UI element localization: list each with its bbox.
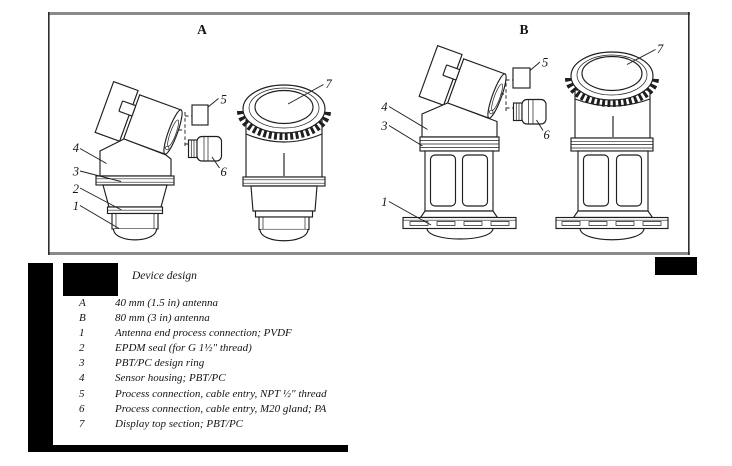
legend-text: Display top section; PBT/PC xyxy=(115,417,244,430)
legend-key: 3 xyxy=(79,357,85,370)
cable-entry-detail-b xyxy=(500,67,547,125)
design-ring xyxy=(95,175,175,186)
callout-2: 2 xyxy=(73,182,79,196)
process-connection-thread xyxy=(111,212,159,230)
sensor-b-side-view xyxy=(402,44,517,240)
antenna-dome xyxy=(259,229,309,242)
legend-text: Process connection, cable entry, M20 gla… xyxy=(115,402,327,415)
panel-a-label: A xyxy=(197,22,207,37)
legend-item: 5 Process connection, cable entry, NPT ½… xyxy=(79,387,327,402)
legend-key: 4 xyxy=(79,372,85,385)
design-ring xyxy=(242,176,326,187)
callout-3: 3 xyxy=(72,165,79,179)
redaction-right-block xyxy=(655,257,697,275)
housing-label-window xyxy=(118,100,137,117)
antenna-taper xyxy=(250,185,318,212)
legend-item: 1 Antenna end process connection; PVDF xyxy=(79,326,327,341)
redaction-figure-number xyxy=(63,263,118,296)
callout-5: 5 xyxy=(221,93,227,107)
legend-text: EPDM seal (for G 1½" thread) xyxy=(115,342,252,355)
callout-4: 4 xyxy=(73,141,79,155)
callout-1: 1 xyxy=(73,199,79,213)
sensor-a-front-view xyxy=(237,84,331,242)
cable-gland-icon xyxy=(512,98,547,125)
legend-key: 7 xyxy=(79,417,85,430)
legend-item: 6 Process connection, cable entry, M20 g… xyxy=(79,402,327,417)
legend-text: Antenna end process connection; PVDF xyxy=(115,327,292,340)
legend-key: 2 xyxy=(79,342,85,355)
cable-entry-blank-icon xyxy=(191,104,209,126)
legend-item: 7 Display top section; PBT/PC xyxy=(79,417,327,432)
callout-3: 3 xyxy=(380,119,387,133)
antenna-flange xyxy=(402,216,517,230)
panel-a-drawing: 4 3 2 1 5 6 7 xyxy=(72,77,333,242)
callout-5: 5 xyxy=(542,56,548,70)
legend-key: 5 xyxy=(79,387,85,400)
legend-item: A 40 mm (1.5 in) antenna xyxy=(79,296,327,311)
callout-6: 6 xyxy=(221,165,228,179)
callout-7: 7 xyxy=(326,77,333,91)
antenna-flange xyxy=(555,216,669,230)
legend-text: Process connection, cable entry, NPT ½" … xyxy=(115,387,327,400)
cable-entry-blank-icon xyxy=(512,67,531,89)
redaction-bottom-bar xyxy=(28,445,348,452)
legend-text: 80 mm (3 in) antenna xyxy=(115,312,210,325)
redaction-left-bar xyxy=(28,263,53,452)
panel-b-drawing: 4 3 1 5 6 7 xyxy=(380,42,669,241)
display-cover-knurl xyxy=(565,77,659,107)
antenna-barrel xyxy=(577,150,649,212)
callout-6: 6 xyxy=(544,128,551,142)
sensor-b-front-view xyxy=(555,51,669,241)
display-cover-knurl xyxy=(237,110,331,140)
cable-gland-icon xyxy=(187,135,223,162)
antenna-barrel xyxy=(424,150,494,212)
antenna-dome xyxy=(112,228,158,241)
legend-key: B xyxy=(79,312,86,325)
panel-a-callouts: 4 3 2 1 5 6 7 xyxy=(72,77,333,229)
cable-entry-detail-a xyxy=(178,104,223,162)
legend-text: 40 mm (1.5 in) antenna xyxy=(115,297,218,309)
panel-b-label: B xyxy=(519,22,528,37)
callout-1: 1 xyxy=(381,195,387,209)
antenna-dome xyxy=(579,228,645,241)
callout-4: 4 xyxy=(381,100,387,114)
process-connection-thread xyxy=(258,216,310,231)
legend-item: 4 Sensor housing; PBT/PC xyxy=(79,371,327,386)
figure-frame xyxy=(48,12,690,255)
antenna-taper xyxy=(102,184,168,208)
sensor-a-side-view xyxy=(94,80,183,241)
legend-key: 1 xyxy=(79,327,85,340)
legend-item: 2 EPDM seal (for G 1½" thread) xyxy=(79,341,327,356)
figure-caption: Device design xyxy=(132,270,197,282)
legend-key: 6 xyxy=(79,402,85,415)
figure-legend: A 40 mm (1.5 in) antenna B 80 mm (3 in) … xyxy=(79,296,327,432)
antenna-dome xyxy=(426,228,494,240)
legend-key: A xyxy=(79,297,86,309)
legend-text: Sensor housing; PBT/PC xyxy=(115,372,226,385)
legend-item: 3 PBT/PC design ring xyxy=(79,356,327,371)
legend-item: B 80 mm (3 in) antenna xyxy=(79,311,327,326)
legend-text: PBT/PC design ring xyxy=(115,357,205,370)
callout-7: 7 xyxy=(657,42,664,56)
display-window xyxy=(581,55,643,92)
housing-label-window xyxy=(442,64,461,81)
panel-b-callouts: 4 3 1 5 6 7 xyxy=(380,42,664,226)
